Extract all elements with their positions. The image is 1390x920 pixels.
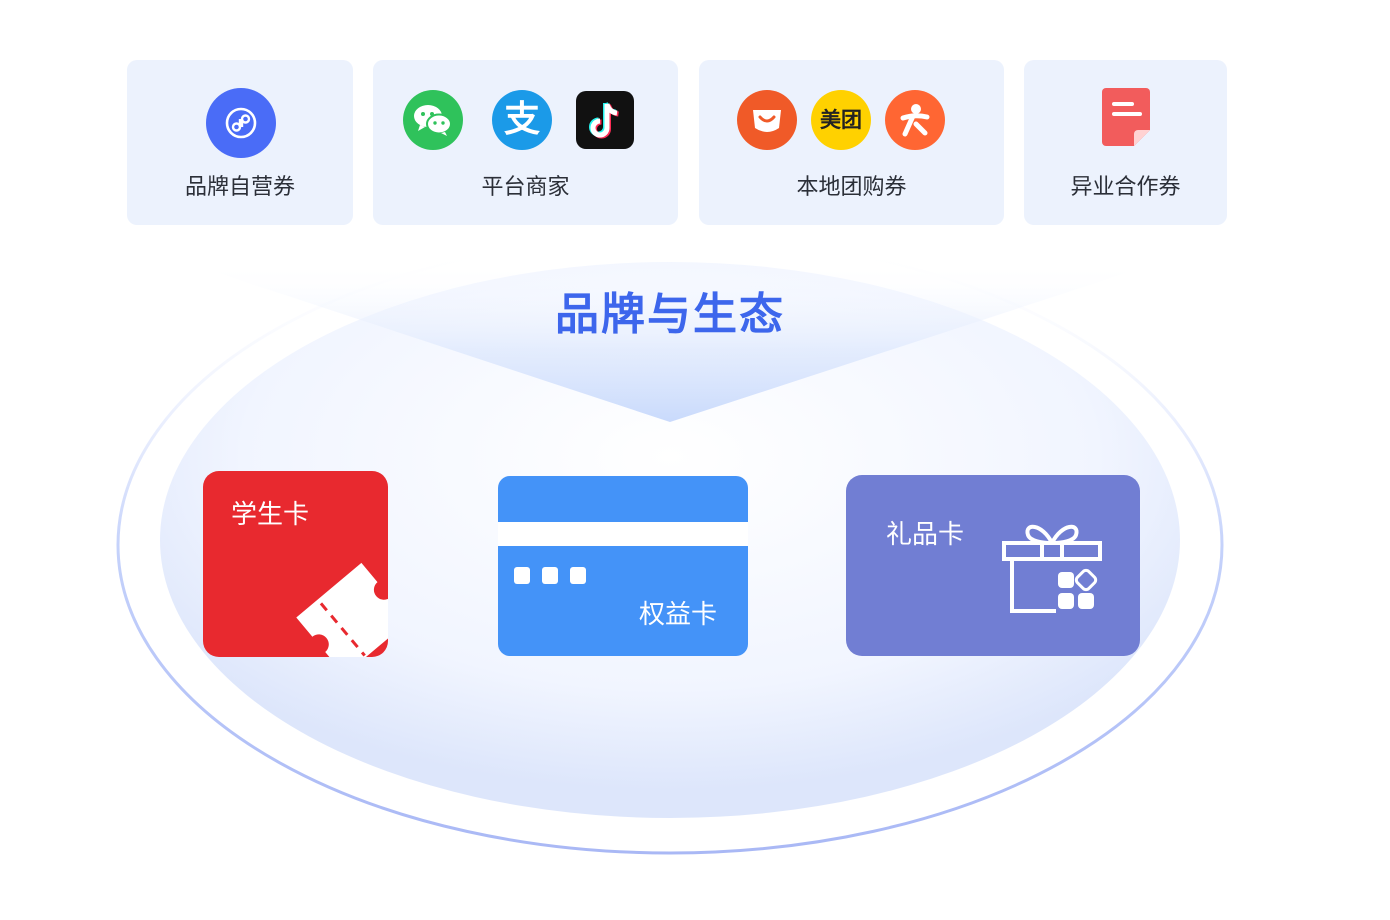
card-label: 品牌自营券: [184, 175, 295, 200]
card-local-group-coupon: 美团 本地团购券: [699, 60, 1004, 225]
card-dot: [514, 567, 530, 584]
meituan-logo-text: 美团: [820, 108, 862, 132]
bowl-rim: [116, 235, 1224, 855]
bank-card-icon: [514, 567, 586, 584]
alipay-glyph: 支: [503, 99, 540, 140]
benefit-card-label: 权益卡: [639, 600, 718, 630]
gift-card: 礼品卡: [846, 475, 1140, 656]
ticket-icon: [296, 562, 388, 657]
gift-box-icon: [1002, 524, 1102, 613]
center-title: 品牌与生态: [555, 289, 785, 340]
card-label: 异业合作券: [1070, 175, 1181, 200]
card-platform-merchants: 支 平台商家: [373, 60, 678, 225]
wechat-icon: [403, 90, 463, 150]
funnel-triangle: [185, 262, 1160, 422]
dianping-icon: [885, 90, 945, 150]
benefit-card: 权益卡: [498, 476, 748, 656]
gift-card-label: 礼品卡: [886, 520, 965, 550]
card-dot: [570, 567, 586, 584]
card-cross-industry-coupon: 异业合作券: [1024, 60, 1227, 225]
card-dot: [542, 567, 558, 584]
magnetic-stripe: [498, 522, 748, 546]
alipay-icon: 支: [492, 90, 552, 150]
student-card-label: 学生卡: [231, 500, 310, 530]
mini-program-link-icon: [206, 88, 276, 158]
card-brand-self-coupon: 品牌自营券: [127, 60, 353, 225]
student-card: 学生卡: [203, 471, 388, 657]
smile-bag-icon: [737, 90, 797, 150]
card-label: 本地团购券: [796, 175, 907, 200]
meituan-icon: 美团: [811, 90, 871, 150]
douyin-icon: [576, 91, 634, 149]
document-coupon-icon: [1102, 88, 1152, 148]
card-label: 平台商家: [481, 175, 570, 200]
